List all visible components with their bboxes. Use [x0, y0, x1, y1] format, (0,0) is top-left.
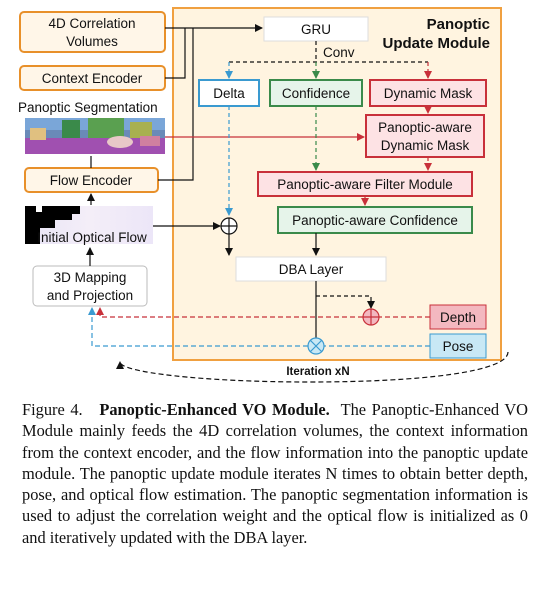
pose-label: Pose — [443, 339, 474, 354]
figure-caption: Figure 4. Panoptic-Enhanced VO Module. T… — [22, 399, 528, 548]
flow-sum-node — [220, 217, 238, 235]
panoptic-dynamic-mask-box — [365, 114, 485, 158]
mapping-projection-label-2: and Projection — [47, 288, 133, 303]
iteration-label: Iteration xN — [286, 366, 349, 378]
dynamic-mask-label: Dynamic Mask — [384, 86, 473, 101]
panoptic-dynamic-mask-label-2: Dynamic Mask — [381, 138, 470, 153]
depth-sum-node — [362, 308, 380, 326]
correlation-volumes-label-2: Volumes — [66, 34, 118, 49]
flow-encoder-label: Flow Encoder — [50, 173, 133, 188]
panoptic-confidence-label: Panoptic-aware Confidence — [292, 213, 458, 228]
panoptic-confidence-box — [277, 206, 473, 234]
gru-label: GRU — [301, 22, 331, 37]
caption-text: The Panoptic-Enhanced VO Module mainly f… — [22, 400, 529, 547]
depth-label: Depth — [440, 310, 476, 325]
filter-module-box — [257, 171, 473, 197]
delta-label: Delta — [213, 86, 245, 101]
caption-title: Panoptic-Enhanced VO Module. — [99, 400, 330, 419]
correlation-volumes-label-1: 4D Correlation — [48, 16, 135, 31]
module-title-line1: Panoptic — [427, 16, 490, 33]
dba-layer-box — [235, 256, 387, 282]
caption-figure-label: Figure 4. — [22, 400, 83, 419]
module-title-line2: Update Module — [383, 35, 491, 52]
panoptic-segmentation-label: Panoptic Segmentation — [18, 100, 158, 115]
architecture-diagram: Panoptic Update Module 4D Correlation Vo… — [18, 7, 509, 383]
mapping-projection-label-1: 3D Mapping — [54, 270, 127, 285]
pose-box — [429, 333, 487, 359]
depth-box — [429, 304, 487, 330]
context-encoder-label: Context Encoder — [42, 71, 143, 86]
conv-branches — [225, 41, 432, 216]
conv-label: Conv — [323, 45, 355, 60]
filter-module-label: Panoptic-aware Filter Module — [277, 177, 453, 192]
correlation-volumes-box — [19, 11, 166, 53]
initial-optical-flow-image — [25, 206, 153, 244]
panoptic-dynamic-mask-label-1: Panoptic-aware — [378, 120, 472, 135]
confidence-label: Confidence — [282, 86, 350, 101]
feedback-lines — [88, 307, 430, 347]
gru-box — [263, 16, 369, 42]
pose-product-node — [307, 337, 325, 355]
dba-layer-label: DBA Layer — [279, 262, 344, 277]
delta-box — [198, 79, 260, 107]
panoptic-segmentation-image — [25, 118, 165, 154]
initial-optical-flow-label: Initial Optical Flow — [37, 230, 147, 245]
dba-connectors — [225, 233, 375, 339]
input-connectors — [86, 24, 263, 266]
confidence-box — [269, 79, 363, 107]
